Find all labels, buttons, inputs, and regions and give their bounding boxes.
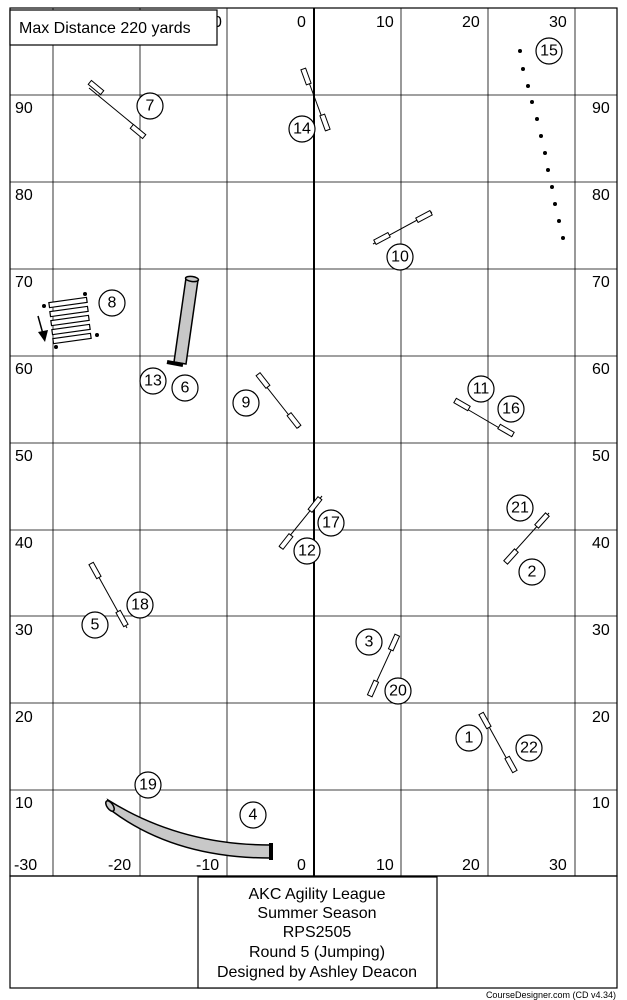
left-label: 10 [15, 795, 33, 812]
broad-jump-8 [37, 292, 99, 349]
number-text: 13 [144, 373, 162, 390]
credit-text: CourseDesigner.com (CD v4.34) [486, 990, 616, 1000]
number-1: 1 [455, 724, 483, 752]
number-10: 10 [386, 243, 414, 271]
bottom-label: 0 [297, 857, 306, 874]
number-text: 3 [365, 634, 374, 651]
number-22: 22 [515, 734, 543, 762]
number-2: 2 [518, 558, 546, 586]
number-text: 1 [465, 730, 474, 747]
bottom-label: -10 [196, 857, 219, 874]
number-12: 12 [293, 537, 321, 565]
number-9: 9 [232, 389, 260, 417]
number-16: 16 [497, 395, 525, 423]
tunnel-4-19 [105, 798, 273, 860]
info-code: RPS2505 [283, 924, 352, 941]
left-label: 90 [15, 100, 33, 117]
left-label: 60 [15, 361, 33, 378]
number-text: 20 [389, 683, 407, 700]
right-label: 20 [592, 709, 610, 726]
number-15: 15 [535, 37, 563, 65]
info-league: AKC Agility League [249, 886, 386, 903]
number-text: 8 [108, 295, 117, 312]
bottom-label: 30 [549, 857, 567, 874]
right-label: 90 [592, 100, 610, 117]
right-label: 30 [592, 622, 610, 639]
number-text: 19 [139, 777, 157, 794]
left-label: 80 [15, 187, 33, 204]
number-text: 5 [91, 617, 100, 634]
left-label: 70 [15, 274, 33, 291]
number-text: 12 [298, 543, 316, 560]
number-text: 17 [322, 515, 340, 532]
right-label: 40 [592, 535, 610, 552]
bottom-label: -20 [108, 857, 131, 874]
top-label: 20 [462, 14, 480, 31]
jump-2-21 [503, 512, 550, 565]
jump-3-20 [366, 633, 401, 698]
left-label: 40 [15, 535, 33, 552]
number-5: 5 [81, 611, 109, 639]
jump-9 [255, 371, 302, 430]
jump-12-17 [278, 495, 323, 551]
tunnel-6-13 [166, 275, 200, 367]
right-label: 80 [592, 187, 610, 204]
number-14: 14 [288, 115, 316, 143]
jump-7 [87, 79, 147, 140]
weave-poles-15 [518, 49, 565, 240]
number-text: 6 [181, 380, 190, 397]
top-label: 10 [376, 14, 394, 31]
bottom-label: 20 [462, 857, 480, 874]
jump-11-16 [453, 397, 515, 438]
number-text: 7 [146, 98, 155, 115]
top-label: 0 [297, 14, 306, 31]
jump-10 [372, 209, 433, 246]
top-label: 30 [549, 14, 567, 31]
info-box: AKC Agility League Summer Season RPS2505… [197, 876, 438, 989]
jump-5-18 [88, 561, 129, 629]
jump-1-22 [478, 711, 518, 774]
info-season: Summer Season [257, 905, 376, 922]
left-label: 30 [15, 622, 33, 639]
number-text: 18 [131, 597, 149, 614]
number-20: 20 [384, 677, 412, 705]
info-designer: Designed by Ashley Deacon [217, 964, 417, 981]
number-text: 11 [473, 381, 490, 398]
number-text: 14 [293, 121, 311, 138]
number-text: 9 [242, 395, 251, 412]
jump-14 [300, 67, 331, 132]
number-17: 17 [317, 509, 345, 537]
number-18: 18 [126, 591, 154, 619]
number-8: 8 [98, 289, 126, 317]
number-text: 21 [511, 500, 529, 517]
bottom-label: -30 [14, 857, 37, 874]
max-distance-box: Max Distance 220 yards [9, 9, 218, 46]
number-19: 19 [134, 771, 162, 799]
info-round: Round 5 (Jumping) [249, 944, 385, 961]
right-label: 70 [592, 274, 610, 291]
number-text: 2 [528, 564, 537, 581]
number-21: 21 [506, 494, 534, 522]
number-text: 10 [391, 249, 409, 266]
right-label: 10 [592, 795, 610, 812]
number-7: 7 [136, 92, 164, 120]
number-3: 3 [355, 628, 383, 656]
left-label: 20 [15, 709, 33, 726]
number-text: 4 [249, 807, 258, 824]
max-distance-text: Max Distance 220 yards [19, 20, 191, 37]
right-label: 50 [592, 448, 610, 465]
right-label: 60 [592, 361, 610, 378]
number-13: 13 [139, 367, 167, 395]
number-11: 11 [467, 375, 495, 403]
number-4: 4 [239, 801, 267, 829]
number-text: 15 [540, 43, 558, 60]
bottom-label: 10 [376, 857, 394, 874]
number-6: 6 [171, 374, 199, 402]
number-text: 22 [520, 740, 538, 757]
left-label: 50 [15, 448, 33, 465]
number-text: 16 [502, 401, 520, 418]
